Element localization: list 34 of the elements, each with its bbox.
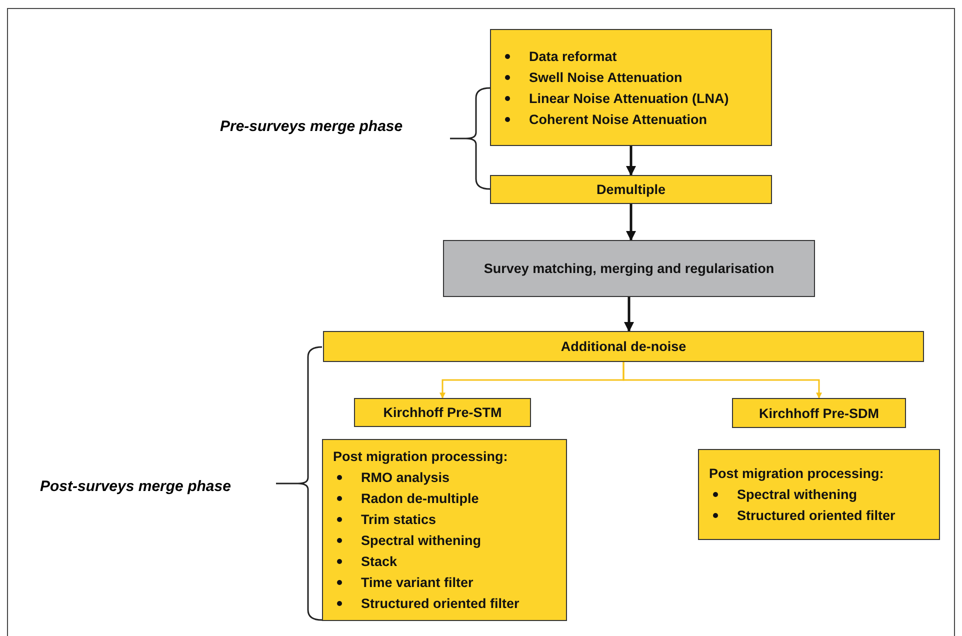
process-box — [323, 331, 924, 362]
step-text: Survey matching, merging and regularisation — [484, 261, 774, 276]
bullet-item: Coherent Noise Attenuation — [529, 112, 708, 126]
bullet-item: Data reformat — [529, 48, 617, 64]
bullet-item: Stack — [361, 554, 398, 569]
bullet-item: Spectral withening — [361, 533, 482, 548]
step-text: Demultiple — [596, 182, 666, 197]
process-box — [490, 175, 772, 204]
step-text: Additional de-noise — [560, 339, 686, 354]
step-text: Kirchhoff Pre-STM — [383, 405, 502, 420]
process-box — [322, 439, 567, 621]
bullet-item: Linear Noise Attenuation (LNA) — [529, 90, 729, 106]
bullet-item: Time variant filter — [361, 575, 474, 590]
process-box — [698, 449, 940, 540]
arrow — [624, 297, 634, 332]
phase-label: Post-surveys merge phase — [40, 478, 231, 495]
process-box — [354, 398, 531, 427]
arrow — [622, 362, 822, 399]
bullet-item: Structured oriented filter — [737, 508, 896, 523]
step-text: Kirchhoff Pre-SDM — [758, 406, 879, 420]
phase-label: Pre-surveys merge phase — [220, 118, 403, 135]
bullet-item: Spectral withening — [737, 487, 858, 502]
bullet-item: Structured oriented filter — [361, 596, 520, 611]
bullet-item: Radon de-multiple — [361, 491, 479, 506]
bullet-item: Swell Noise Attenuation — [529, 70, 682, 84]
heading-text: Post migration processing: — [333, 449, 508, 464]
process-box — [490, 29, 772, 146]
heading-text: Post migration processing: — [709, 466, 884, 481]
bullet-item: Trim statics — [361, 512, 436, 527]
process-box — [443, 240, 815, 297]
arrow — [626, 146, 636, 176]
arrow — [626, 204, 636, 241]
process-box — [732, 398, 906, 428]
bullet-item: RMO analysis — [361, 470, 450, 485]
